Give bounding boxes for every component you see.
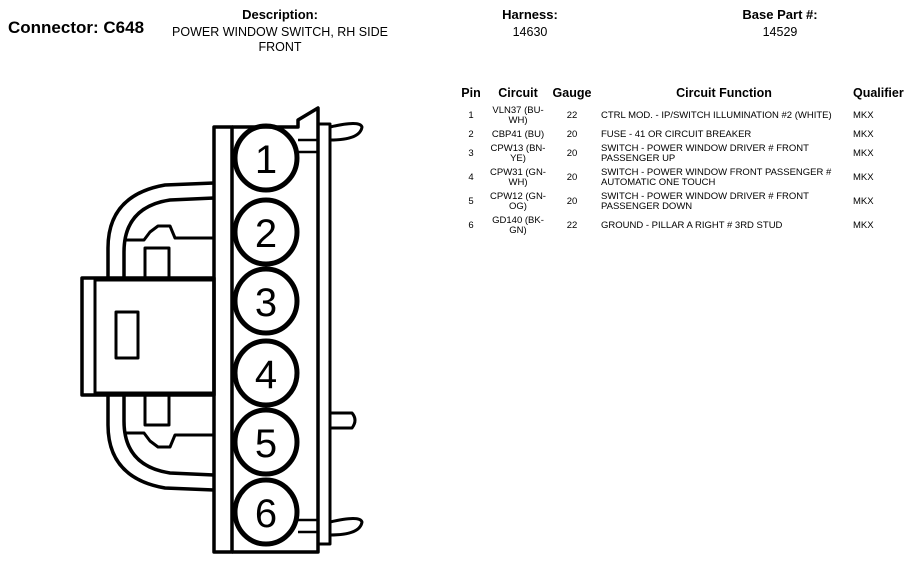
pin6-contact: [298, 518, 318, 534]
latch-body: [80, 276, 216, 397]
harness-label: Harness:: [502, 7, 558, 22]
cell-circuit: GD140 (BK-GN): [492, 215, 544, 236]
cell-circuit: CPW13 (BN-YE): [490, 143, 546, 164]
housing-left-wall: [212, 125, 234, 554]
cell-qualifier: MKX: [853, 148, 874, 159]
pin-cavity-6: [232, 477, 300, 547]
table-row: 4 CPW31 (GN-WH) 20 SWITCH - POWER WINDOW…: [455, 166, 911, 190]
pin-number-5: 5: [255, 422, 277, 466]
lower-clip: [124, 431, 214, 449]
pin1-contact: [298, 138, 318, 154]
cell-circuit: CBP41 (BU): [491, 129, 545, 140]
housing-main: [232, 106, 320, 554]
cell-pin: 5: [468, 196, 474, 207]
cell-circuit: CPW12 (GN-OG): [490, 191, 546, 212]
description-value: POWER WINDOW SWITCH, RH SIDE FRONT: [172, 25, 388, 54]
col-header-pin: Pin: [461, 86, 481, 100]
cell-pin: 6: [468, 220, 474, 231]
cell-gauge: 22: [566, 220, 578, 231]
lower-arm-inner: [122, 395, 215, 477]
cell-pin: 3: [468, 148, 474, 159]
harness-value: 14630: [512, 25, 548, 39]
cell-qualifier: MKX: [853, 110, 874, 121]
latch-tab: [114, 310, 140, 360]
cell-function: SWITCH - POWER WINDOW FRONT PASSENGER # …: [601, 167, 832, 188]
cell-pin: 2: [468, 129, 474, 140]
right-nub-mid: [330, 411, 357, 430]
pin-number-3: 3: [255, 281, 277, 325]
pinout-table: Pin Circuit Gauge Circuit Function Quali…: [455, 86, 911, 238]
pin-cavity-3: [232, 266, 300, 336]
pin-number-4: 4: [255, 353, 277, 397]
table-row: 2 CBP41 (BU) 20 FUSE - 41 OR CIRCUIT BRE…: [455, 128, 911, 142]
connector-face-diagram: 1 2 3 4 5 6: [80, 106, 364, 554]
table-row: 1 VLN37 (BU-WH) 22 CTRL MOD. - IP/SWITCH…: [455, 104, 911, 128]
cell-gauge: 20: [566, 129, 578, 140]
table-row: 6 GD140 (BK-GN) 22 GROUND - PILLAR A RIG…: [455, 214, 911, 238]
cell-gauge: 22: [566, 110, 578, 121]
connector-label: Connector: C648: [8, 18, 145, 37]
cell-qualifier: MKX: [853, 220, 874, 231]
col-header-circuit: Circuit: [498, 86, 538, 100]
housing-rail: [316, 122, 332, 546]
pin-number-2: 2: [255, 212, 277, 256]
pin-cavity-2: [232, 197, 300, 267]
right-nub-top: [329, 122, 364, 142]
right-nub-bottom: [329, 517, 364, 537]
pin-number-6: 6: [255, 492, 277, 536]
cell-gauge: 20: [566, 148, 578, 159]
cell-function: CTRL MOD. - IP/SWITCH ILLUMINATION #2 (W…: [601, 110, 832, 121]
upper-post: [143, 246, 171, 280]
cell-circuit: CPW31 (GN-WH): [490, 167, 546, 188]
base-part-label: Base Part #:: [742, 7, 818, 22]
cell-qualifier: MKX: [853, 196, 874, 207]
table-row: 5 CPW12 (GN-OG) 20 SWITCH - POWER WINDOW…: [455, 190, 911, 214]
cell-pin: 4: [468, 172, 474, 183]
latch-inner: [93, 278, 216, 395]
cell-function: FUSE - 41 OR CIRCUIT BREAKER: [601, 129, 752, 140]
pin-cavity-4: [232, 338, 300, 408]
lower-arm-outer: [106, 395, 215, 492]
cell-qualifier: MKX: [853, 129, 874, 140]
cell-gauge: 20: [566, 172, 578, 183]
description-label: Description:: [242, 7, 318, 22]
cell-function: SWITCH - POWER WINDOW DRIVER # FRONT PAS…: [601, 143, 809, 164]
cell-gauge: 20: [566, 196, 578, 207]
upper-arm-inner: [122, 196, 215, 278]
col-header-gauge: Gauge: [552, 86, 592, 100]
upper-clip: [124, 224, 214, 242]
col-header-qualifier: Qualifier: [853, 86, 904, 100]
pin-cavity-5: [232, 407, 300, 477]
pin-cavity-1: [232, 123, 300, 193]
base-part-value: 14529: [762, 25, 798, 39]
table-header-row: Pin Circuit Gauge Circuit Function Quali…: [455, 86, 911, 104]
cell-function: SWITCH - POWER WINDOW DRIVER # FRONT PAS…: [601, 191, 809, 212]
lower-post: [143, 393, 171, 427]
cell-circuit: VLN37 (BU-WH): [492, 105, 544, 126]
cell-function: GROUND - PILLAR A RIGHT # 3RD STUD: [601, 220, 783, 231]
pin-number-1: 1: [255, 138, 277, 182]
cell-pin: 1: [468, 110, 474, 121]
upper-arm-outer: [106, 181, 215, 278]
cell-qualifier: MKX: [853, 172, 874, 183]
col-header-function: Circuit Function: [676, 86, 772, 100]
table-row: 3 CPW13 (BN-YE) 20 SWITCH - POWER WINDOW…: [455, 142, 911, 166]
